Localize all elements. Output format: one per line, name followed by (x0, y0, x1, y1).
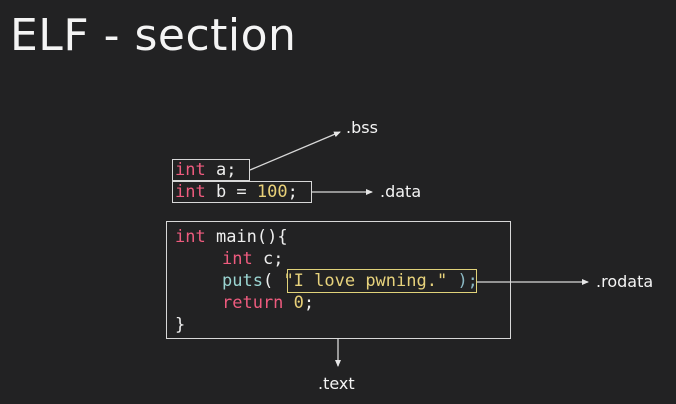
main-signature: main(){ (205, 227, 288, 247)
keyword-int: int (175, 182, 206, 202)
keyword-return: return (222, 293, 284, 313)
declaration-c: c; (252, 249, 284, 269)
keyword-int: int (175, 227, 206, 247)
function-puts: puts (222, 271, 263, 291)
text-highlight-box (166, 221, 511, 339)
code-line-int-a: int a; (175, 159, 236, 181)
close-paren: ); (447, 271, 478, 291)
close-brace: } (175, 315, 186, 335)
label-rodata: .rodata (596, 272, 654, 291)
declaration-a: a; (205, 160, 237, 180)
number-literal-100: 100 (256, 182, 288, 202)
slide-title: ELF - section (10, 10, 297, 61)
semicolon: ; (287, 182, 298, 202)
code-line-main: int main(){ (175, 226, 288, 248)
open-paren: ( (262, 271, 284, 291)
number-literal-0: 0 (293, 293, 304, 313)
declaration-b: b = (205, 182, 257, 202)
rodata-highlight-box (287, 269, 477, 293)
string-literal: "I love pwning." (283, 271, 448, 291)
data-highlight-box (172, 181, 312, 203)
bss-highlight-box (172, 159, 250, 181)
label-bss: .bss (346, 118, 378, 137)
code-line-close-brace: } (175, 314, 185, 336)
keyword-int: int (222, 249, 253, 269)
code-line-int-c: int c; (222, 248, 283, 270)
arrow-to-bss (249, 131, 341, 171)
label-data: .data (380, 182, 422, 201)
keyword-int: int (175, 160, 206, 180)
code-line-int-b: int b = 100; (175, 181, 298, 203)
code-line-return: return 0; (222, 292, 314, 314)
semicolon: ; (303, 293, 315, 313)
code-line-puts: puts( "I love pwning." ); (222, 270, 478, 292)
label-text: .text (318, 374, 355, 393)
